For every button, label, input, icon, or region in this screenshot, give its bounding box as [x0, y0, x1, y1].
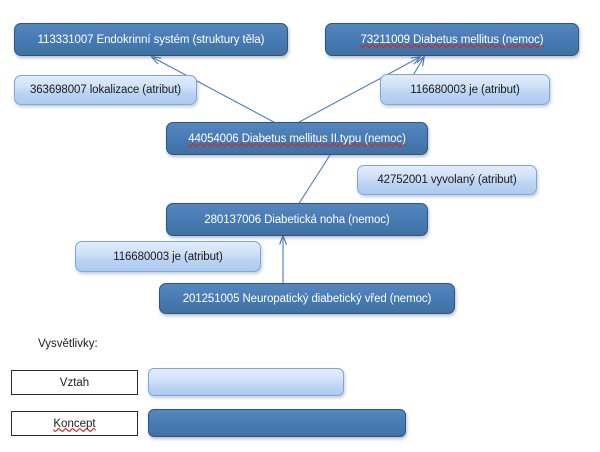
node-endokrinni-system[interactable]: 113331007 Endokrinní systém (struktury t… — [14, 23, 288, 56]
node-diabetus-mellitus[interactable]: 73211009 Diabetus mellitus (nemoc) — [325, 23, 579, 56]
node-diabeticka-noha[interactable]: 280137006 Diabetická noha (nemoc) — [166, 203, 428, 236]
node-label: 44054006 Diabetus mellitus II.typu (nemo… — [188, 132, 406, 145]
legend-title: Vysvětlivky: — [38, 338, 98, 350]
node-je-atribut-horni[interactable]: 116680003 je (atribut) — [380, 74, 550, 105]
legend-swatch-vztah — [148, 368, 344, 396]
node-label: 42752001 vyvolaný (atribut) — [377, 174, 517, 186]
node-lokalizace[interactable]: 363698007 lokalizace (atribut) — [14, 75, 197, 105]
legend-label-text: Koncept — [53, 417, 96, 430]
node-label: 201251005 Neuropatický diabetický vřed (… — [182, 292, 432, 305]
node-label: 116680003 je (atribut) — [113, 250, 223, 263]
node-label: 116680003 je (atribut) — [410, 83, 520, 96]
legend-label-vztah: Vztah — [11, 370, 138, 395]
node-vyvolany[interactable]: 42752001 vyvolaný (atribut) — [357, 165, 537, 195]
edge-noha-to-dm2 — [297, 154, 331, 206]
node-label: 363698007 lokalizace (atribut) — [29, 84, 182, 96]
node-neuropaticky-vred[interactable]: 201251005 Neuropatický diabetický vřed (… — [159, 283, 455, 314]
node-label: 73211009 Diabetus mellitus (nemoc) — [360, 33, 544, 46]
legend-swatch-koncept — [148, 409, 406, 437]
node-label: 113331007 Endokrinní systém (struktury t… — [37, 33, 265, 46]
node-je-atribut-dolni[interactable]: 116680003 je (atribut) — [75, 241, 261, 272]
node-diabetus-mellitus-2-typu[interactable]: 44054006 Diabetus mellitus II.typu (nemo… — [166, 122, 428, 155]
legend-label-koncept: Koncept — [11, 411, 138, 436]
legend-label-text: Vztah — [59, 376, 90, 389]
node-label: 280137006 Diabetická noha (nemoc) — [204, 213, 390, 226]
